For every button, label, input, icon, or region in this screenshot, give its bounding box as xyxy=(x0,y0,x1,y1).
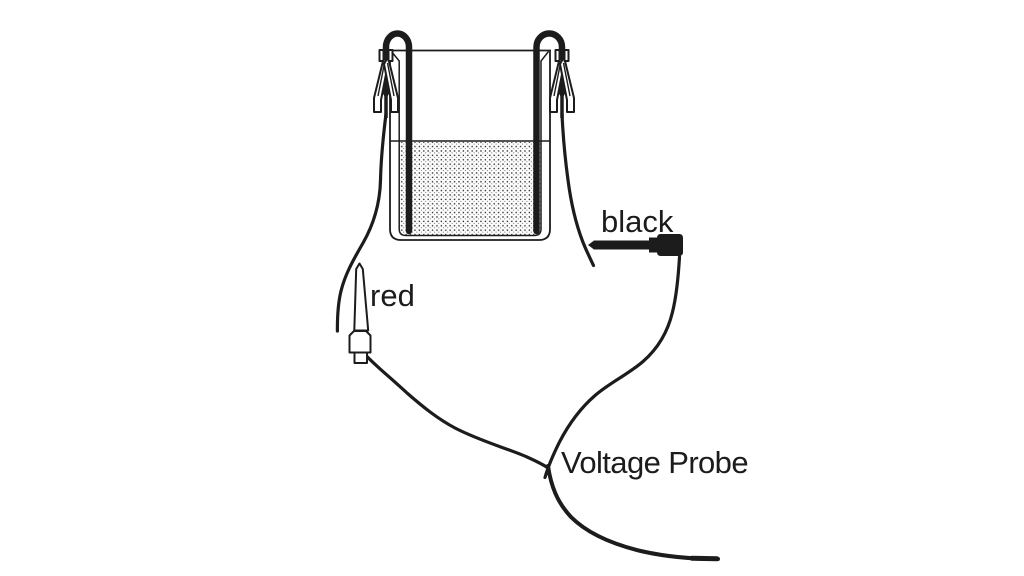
black-lead-wire xyxy=(543,255,682,480)
beaker-inner-wall xyxy=(390,51,550,237)
left-clip-wire xyxy=(335,112,388,333)
black-plug xyxy=(588,234,683,256)
beaker xyxy=(389,49,551,241)
right-clip-wire xyxy=(560,112,596,268)
red-lead-wire xyxy=(364,354,550,470)
probe-cable xyxy=(546,464,720,562)
alligator-clip-right xyxy=(549,49,575,118)
red-lead-label: red xyxy=(370,278,415,313)
solution-liquid xyxy=(390,140,550,236)
electrode-right xyxy=(533,30,566,235)
beaker-outer-wall xyxy=(389,49,551,241)
electrode-left xyxy=(382,30,413,235)
black-lead-label: black xyxy=(601,204,674,239)
alligator-clip-left xyxy=(373,49,399,118)
red-plug xyxy=(348,262,372,364)
voltage-probe-label: Voltage Probe xyxy=(561,445,749,480)
